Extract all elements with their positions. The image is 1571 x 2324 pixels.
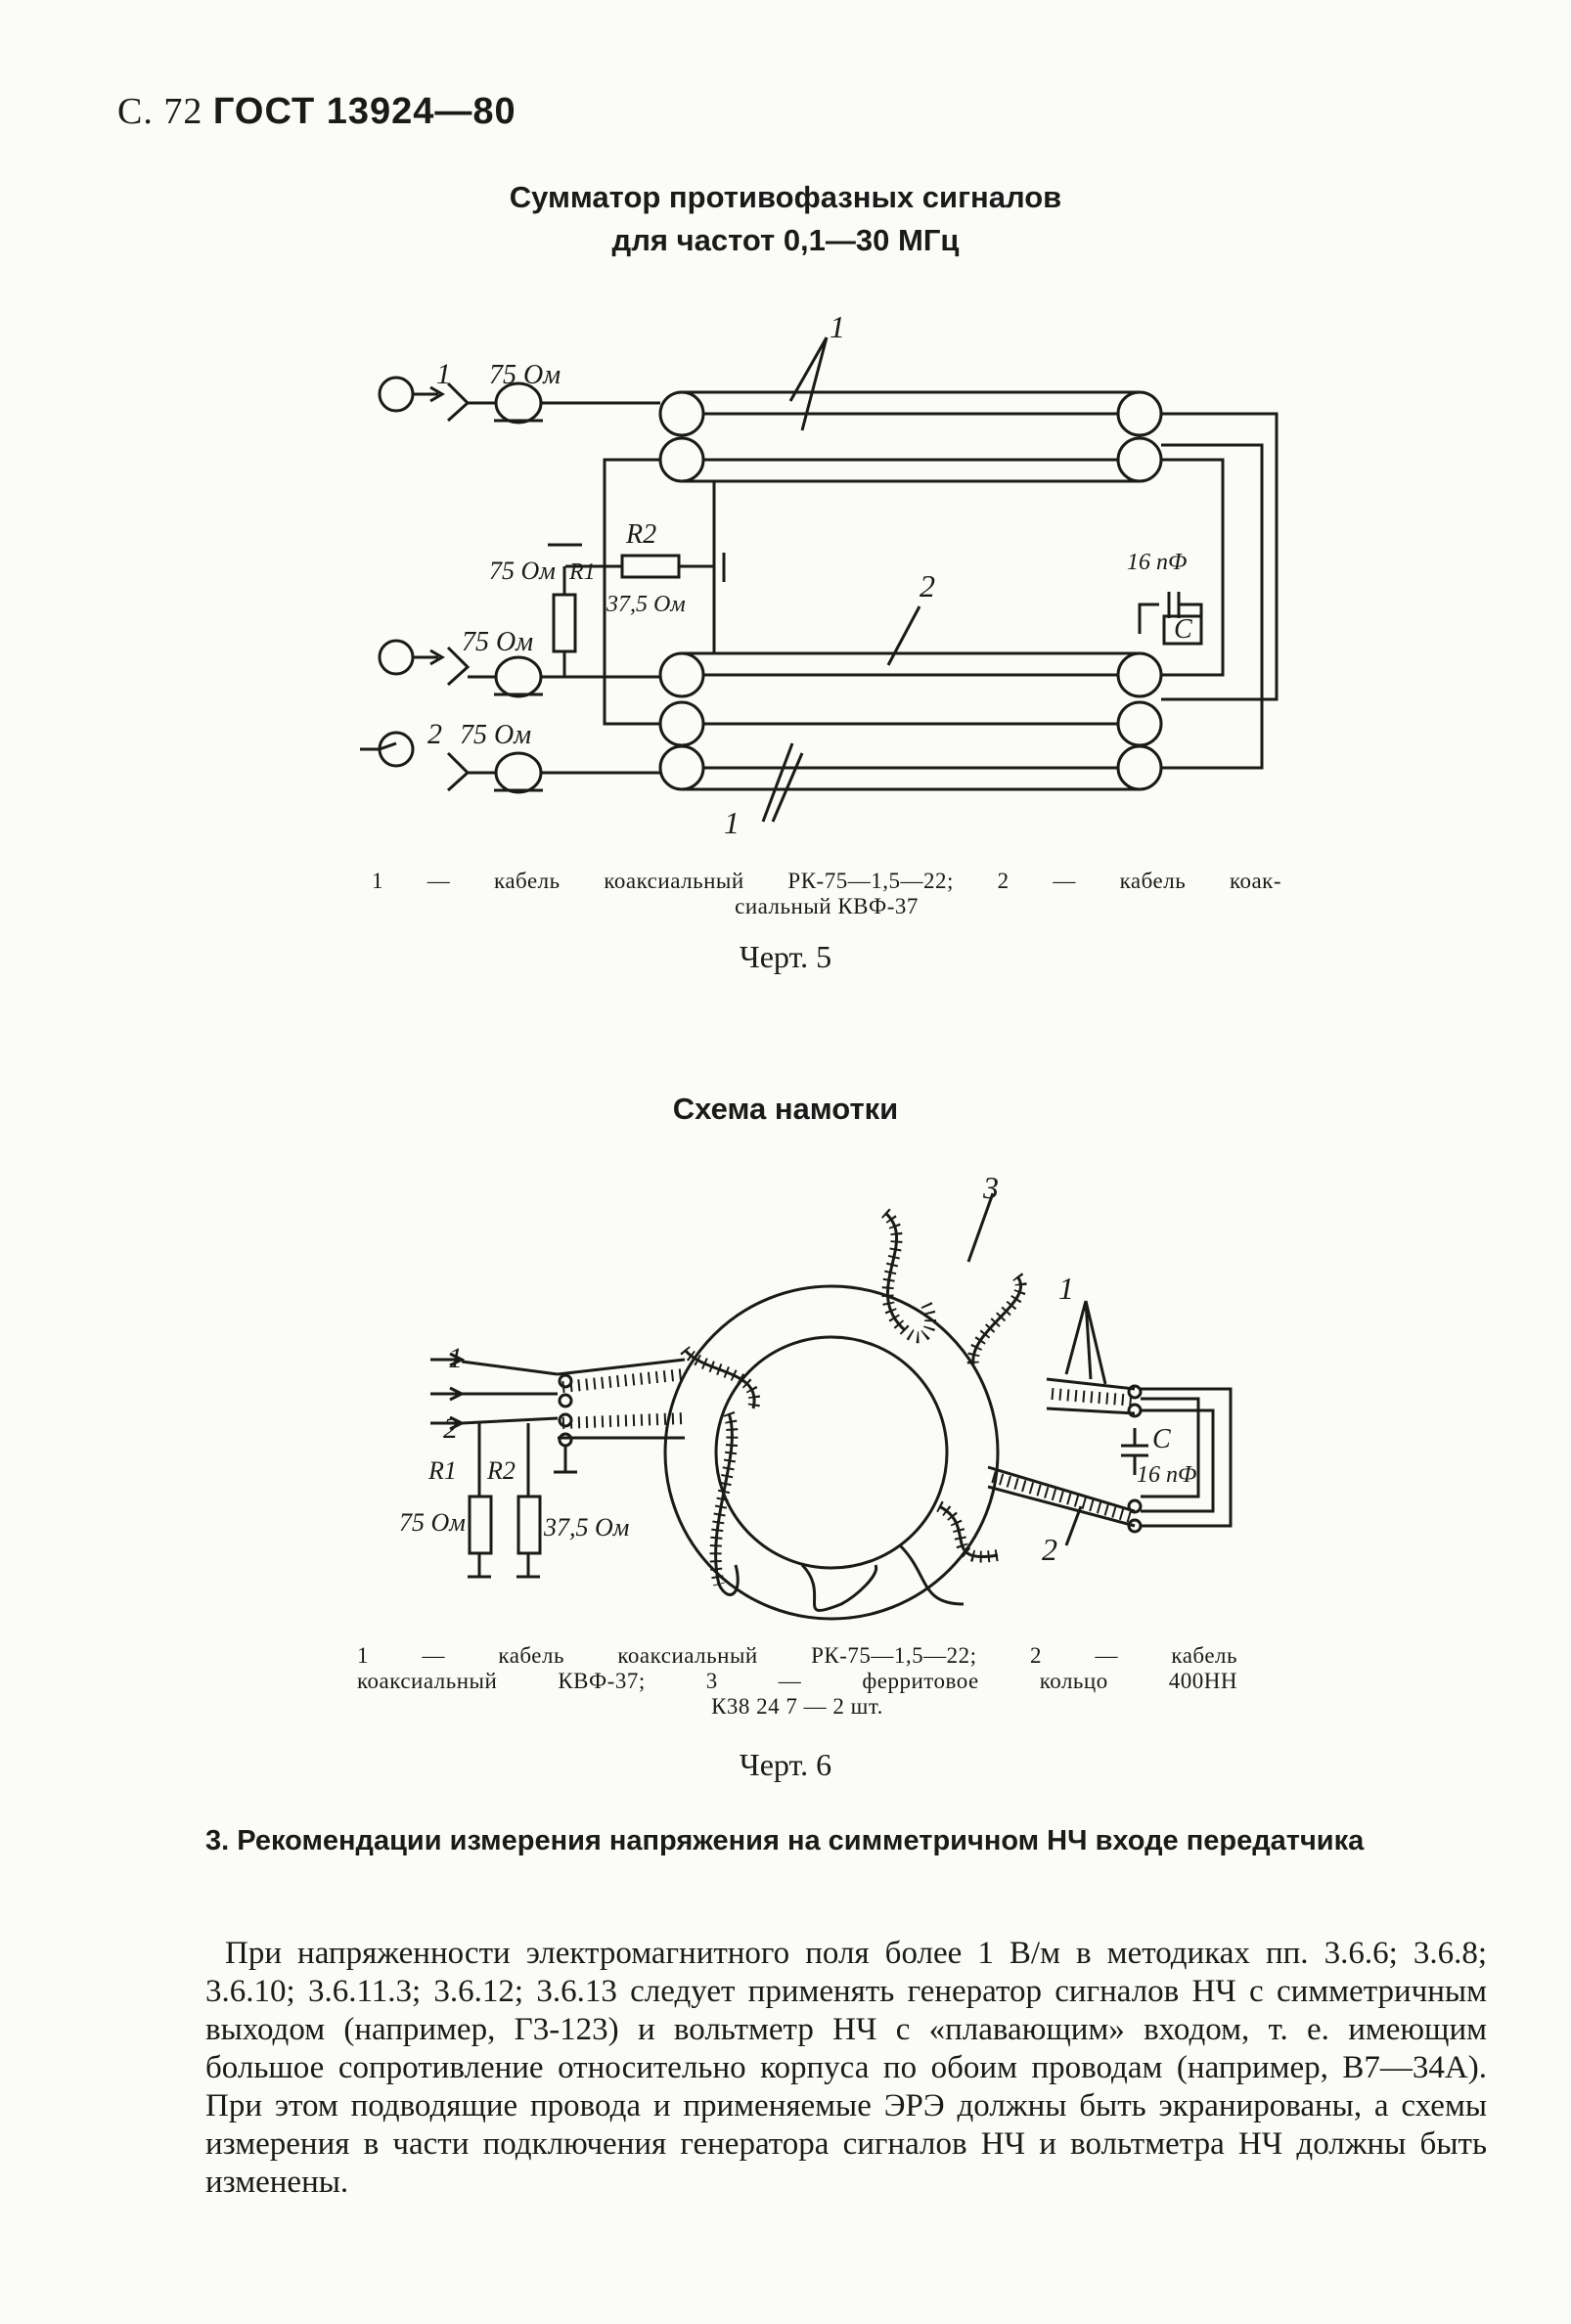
- fig5-r1: R1: [568, 559, 596, 585]
- fig6-cable2-num: 2: [1042, 1532, 1057, 1567]
- figure6-number: Черт. 6: [739, 1747, 832, 1782]
- generator-icon: [378, 731, 415, 768]
- fig6-r2-imp: 37,5 Ом: [543, 1513, 629, 1542]
- fig5-cable1-top: 1: [830, 309, 845, 344]
- fig5-cable2: 2: [920, 568, 935, 603]
- fig6-ring-num: 3: [982, 1170, 999, 1205]
- figure5-title-line1: Сумматор противофазных сигналов: [509, 180, 1062, 214]
- figure5-title-line2: для частот 0,1—30 МГц: [611, 223, 960, 257]
- fig5-in1-num: 1: [436, 358, 451, 390]
- fig5-cap-val: 16 пФ: [1127, 550, 1187, 575]
- fig5-in2-num: 2: [427, 718, 442, 750]
- ferrite-ring-inner: [714, 1335, 949, 1570]
- fig5-r2: R2: [625, 519, 656, 550]
- fig5-cap: C: [1174, 614, 1192, 645]
- page-header: С. 72 ГОСТ 13924—80: [117, 90, 516, 133]
- resistor-r1: [468, 1495, 493, 1555]
- generator-icon: [378, 639, 415, 676]
- figure6-caption-line3: К38 24 7 — 2 шт.: [711, 1694, 883, 1719]
- figure5-number: Черт. 5: [739, 939, 832, 974]
- fig6-in1: 1: [448, 1342, 463, 1374]
- fig6-r1-imp: 75 Ом: [399, 1508, 466, 1537]
- fig6-cap-val: 16 пФ: [1137, 1462, 1196, 1488]
- fig6-cable1-num: 1: [1058, 1271, 1074, 1306]
- ferrite-ring-outer: [663, 1284, 1000, 1621]
- figure5-caption-line2: сиальный КВФ-37: [735, 894, 919, 918]
- fig6-r1: R1: [427, 1456, 457, 1485]
- fig5-in2-imp: 75 Ом: [460, 720, 531, 750]
- standard-number: ГОСТ 13924—80: [212, 91, 516, 132]
- figure6-caption-line2: коаксиальный КВФ-37; 3 — ферритовое коль…: [357, 1669, 1237, 1693]
- figure6-schematic: [430, 1192, 1233, 1621]
- fig5-in-mid-imp: 75 Ом: [462, 627, 533, 657]
- figure6-title: Схема намотки: [672, 1092, 899, 1126]
- fig6-r2: R2: [486, 1456, 516, 1485]
- fig5-r1-imp: 75 Ом: [489, 557, 556, 585]
- section3-paragraph: При напряженности электромагнитного поля…: [205, 1936, 1487, 2200]
- fig5-cable1-bottom: 1: [724, 805, 740, 840]
- fig6-cap: C: [1152, 1424, 1171, 1454]
- page-number: С. 72: [117, 91, 203, 132]
- figure5-caption-line1: 1 — кабель коаксиальный РК-75—1,5—22; 2 …: [372, 869, 1281, 893]
- resistor-r2: [516, 1495, 542, 1555]
- figure5-title: Сумматор противофазных сигналов для част…: [0, 176, 1571, 262]
- fig5-in1-imp: 75 Ом: [489, 360, 561, 390]
- generator-icon: [378, 376, 415, 413]
- section3-heading: 3. Рекомендации измерения напряжения на …: [205, 1825, 1365, 1856]
- fig5-r2-imp: 37,5 Ом: [606, 592, 686, 617]
- figure5-caption: 1 — кабель коаксиальный РК-75—1,5—22; 2 …: [372, 869, 1281, 919]
- figure6-caption-line1: 1 — кабель коаксиальный РК-75—1,5—22; 2 …: [357, 1643, 1237, 1668]
- fig6-in2: 2: [443, 1412, 458, 1445]
- figure6-caption: 1 — кабель коаксиальный РК-75—1,5—22; 2 …: [357, 1643, 1237, 1720]
